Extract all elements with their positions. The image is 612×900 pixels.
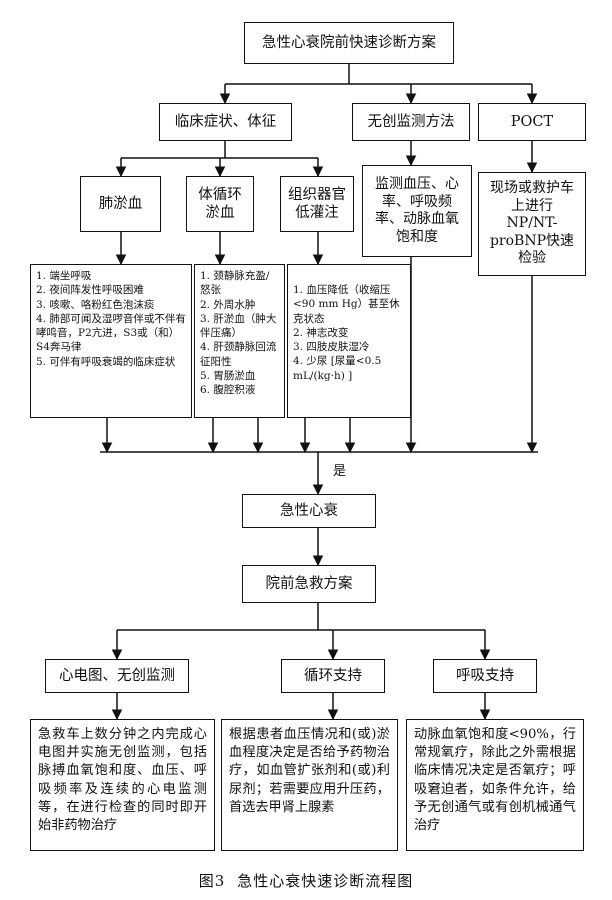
- respiration-label: 呼吸支持: [456, 667, 514, 684]
- list-item: 2. 神志改变: [293, 326, 349, 339]
- systemic-box: 体循环淤血: [186, 176, 254, 232]
- respiration-box: 呼吸支持: [433, 659, 537, 693]
- ecg-label: 心电图、无创监测: [59, 667, 175, 684]
- circulation-detail: 根据患者血压情况和(或)淤血程度决定是否给予药物治疗，如血管扩张剂和(或)利尿剂…: [221, 719, 398, 851]
- list-item: 5. 胃肠淤血: [200, 369, 256, 382]
- ecg-detail-text: 急救车上数分钟之内完成心电图并实施无创监测，包括脉搏血氧饱和度、血压、呼吸频率及…: [38, 727, 207, 834]
- list-item: 5. 可伴有呼吸衰竭的临床症状: [36, 355, 176, 368]
- list-item: 3. 咳嗽、咯粉红色泡沫痰: [36, 298, 155, 311]
- ecg-detail: 急救车上数分钟之内完成心电图并实施无创监测，包括脉搏血氧饱和度、血压、呼吸频率及…: [30, 719, 215, 851]
- perfusion-box: 组织器官低灌注: [280, 176, 354, 232]
- list-item: 3. 肝淤血（肿大伴压痛）: [200, 312, 277, 340]
- figure-caption: 图3 急性心衰快速诊断流程图: [0, 870, 612, 891]
- list-item: 1. 端坐呼吸: [36, 270, 92, 282]
- diagnosis-box: 急性心衰: [242, 494, 376, 528]
- main-title: 急性心衰院前快速诊断方案: [262, 34, 436, 51]
- rescue-plan-box: 院前急救方案: [242, 565, 376, 603]
- figure-number: 图3: [198, 872, 226, 890]
- list-item: 4. 少尿 [尿量<0.5 mL/(kg·h) ]: [293, 355, 382, 382]
- poct-label: POCT: [510, 113, 554, 130]
- circulation-detail-text: 根据患者血压情况和(或)淤血程度决定是否给予药物治疗，如血管扩张剂和(或)利尿剂…: [229, 727, 390, 815]
- pulmonary-list: 1. 端坐呼吸 2. 夜间阵发性呼吸困难 3. 咳嗽、咯粉红色泡沫痰 4. 肺部…: [30, 264, 192, 418]
- monitor-detail-label: 监测血压、心率、呼吸频率、动脉血氧饱和度: [375, 176, 459, 245]
- ecg-box: 心电图、无创监测: [45, 659, 189, 693]
- perfusion-label: 组织器官低灌注: [288, 186, 346, 221]
- yes-label: 是: [333, 464, 347, 479]
- systemic-label: 体循环淤血: [198, 186, 242, 221]
- poct-box: POCT: [478, 103, 586, 141]
- respiration-detail-text: 动脉血氧饱和度<90%，行常规氧疗，除此之外需根据临床情况决定是否氧疗；呼吸窘迫…: [414, 727, 576, 834]
- circulation-box: 循环支持: [281, 659, 385, 693]
- circulation-label: 循环支持: [304, 667, 362, 684]
- main-title-box: 急性心衰院前快速诊断方案: [244, 22, 454, 64]
- figure-title: 急性心衰快速诊断流程图: [237, 872, 414, 890]
- poct-detail-box: 现场或救护车上进行NP/NT-proBNP快速检验: [478, 172, 586, 276]
- list-item: 2. 夜间阵发性呼吸困难: [36, 284, 144, 297]
- diagnosis-label: 急性心衰: [280, 502, 338, 519]
- rescue-plan-label: 院前急救方案: [265, 575, 353, 592]
- noninvasive-label: 无创监测方法: [367, 113, 455, 130]
- respiration-detail: 动脉血氧饱和度<90%，行常规氧疗，除此之外需根据临床情况决定是否氧疗；呼吸窘迫…: [406, 719, 584, 851]
- list-item: 4. 肝颈静脉回流征阳性: [200, 341, 277, 368]
- list-item: 1. 血压降低（收缩压<90 mm Hg）甚至休克状态: [293, 284, 400, 325]
- list-item: 2. 外周水肿: [200, 298, 256, 311]
- list-item: 6. 腹腔积液: [200, 384, 256, 397]
- perfusion-list: 1. 血压降低（收缩压<90 mm Hg）甚至休克状态 2. 神志改变 3. 四…: [287, 264, 411, 418]
- pulmonary-label: 肺淤血: [98, 195, 143, 212]
- systemic-list: 1. 颈静脉充盈/怒张 2. 外周水肿 3. 肝淤血（肿大伴压痛） 4. 肝颈静…: [194, 264, 285, 418]
- monitor-detail-box: 监测血压、心率、呼吸频率、动脉血氧饱和度: [362, 165, 472, 257]
- poct-detail-label: 现场或救护车上进行NP/NT-proBNP快速检验: [489, 180, 575, 267]
- clinical-box: 临床症状、体征: [159, 103, 292, 141]
- clinical-label: 临床症状、体征: [174, 113, 277, 130]
- list-item: 1. 颈静脉充盈/怒张: [200, 270, 270, 297]
- list-item: 4. 肺部可闻及湿啰音伴或不伴有哮鸣音，P2亢进，S3或（和）S4奔马律: [36, 312, 186, 354]
- pulmonary-box: 肺淤血: [80, 176, 161, 232]
- noninvasive-box: 无创监测方法: [352, 103, 470, 141]
- list-item: 3. 四肢皮肤湿冷: [293, 341, 370, 354]
